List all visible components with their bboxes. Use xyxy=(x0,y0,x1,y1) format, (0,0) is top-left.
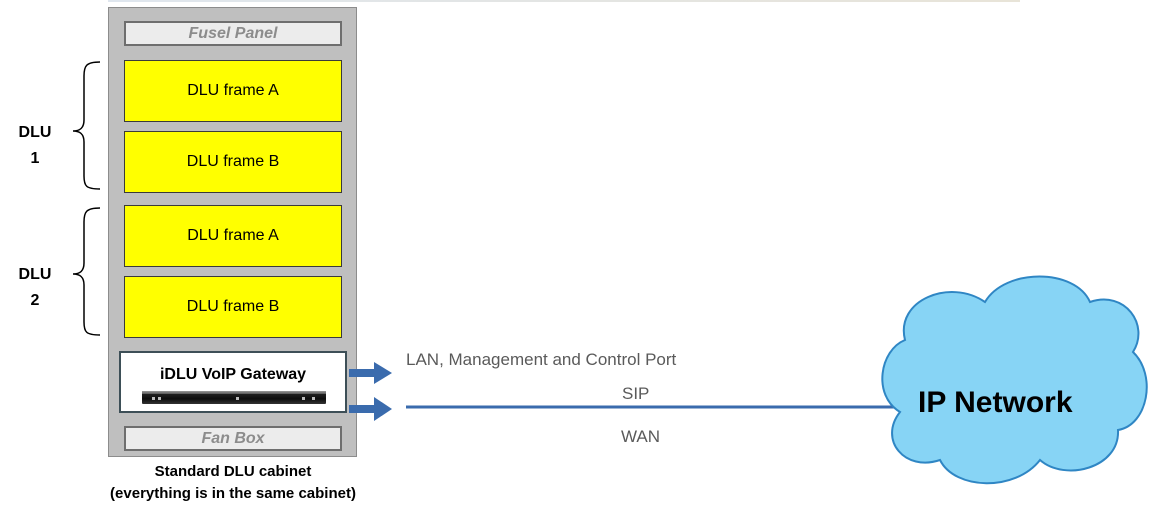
wan-arrow xyxy=(349,397,392,421)
sip-label: SIP xyxy=(622,384,650,403)
dlu1-frame-a: DLU frame A xyxy=(124,60,342,122)
fan-box: Fan Box xyxy=(124,426,342,451)
dlu2-label-line2: 2 xyxy=(30,292,40,309)
dlu1-label: DLU 1 xyxy=(15,120,55,172)
lan-label: LAN, Management and Control Port xyxy=(406,350,677,369)
cabinet-caption-line1: Standard DLU cabinet xyxy=(154,463,312,480)
wan-label: WAN xyxy=(621,427,661,446)
dlu1-label-line2: 1 xyxy=(30,150,40,167)
dlu2-label-line1: DLU xyxy=(18,266,52,283)
cabinet-caption-line2: (everything is in the same cabinet) xyxy=(110,485,356,502)
ip-network-label: IP Network xyxy=(918,386,1073,419)
dlu2-label: DLU 2 xyxy=(15,262,55,314)
rack-unit-image xyxy=(142,391,326,404)
gateway-title: iDLU VoIP Gateway xyxy=(159,366,307,383)
lan-arrow xyxy=(349,362,392,384)
dlu2-frame-a: DLU frame A xyxy=(124,205,342,267)
dlu2-frame-b: DLU frame B xyxy=(124,276,342,338)
dlu2-brace xyxy=(72,207,101,336)
voip-gateway: iDLU VoIP Gateway xyxy=(119,351,347,413)
top-rule xyxy=(108,0,1020,2)
dlu1-label-line1: DLU xyxy=(18,124,52,141)
fuse-panel: Fusel Panel xyxy=(124,21,342,46)
dlu1-brace xyxy=(72,61,101,190)
dlu1-frame-b: DLU frame B xyxy=(124,131,342,193)
ip-network-cloud xyxy=(881,275,1148,485)
